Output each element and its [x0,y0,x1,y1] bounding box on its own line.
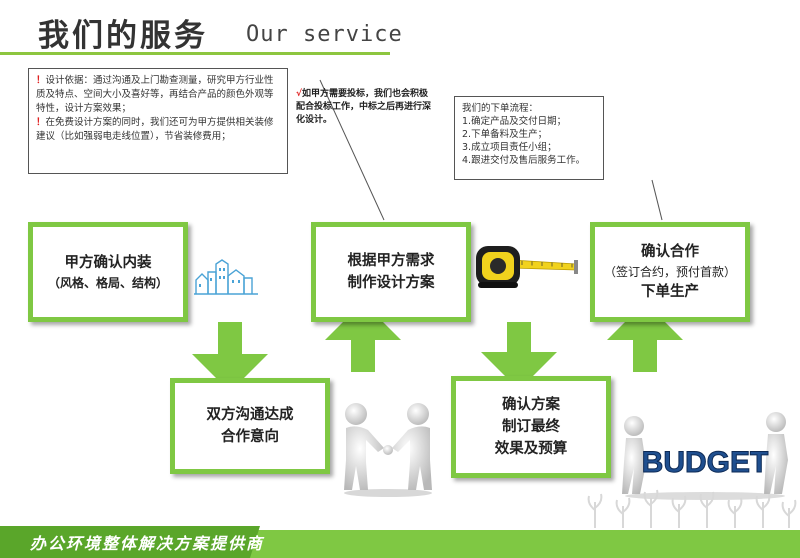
step-label: 确认合作 [641,244,699,260]
order-process-title: 我们的下单流程： [462,103,539,114]
step-label: 双方沟通达成 [206,407,294,423]
page-subtitle: Our service [246,22,403,47]
footer-band [0,526,800,558]
design-basis-note: ！设计依据：通过沟通及上门勘查测量，研究甲方行业性质及特点、空间大小及喜好等，再… [28,68,288,174]
step-label: 甲方确认内装 [64,255,152,271]
free-design-text: 在免费设计方案的同时，我们还可为甲方提供相关装修建议（比如强弱电走线位置），节省… [36,117,274,142]
step-design-plan: 根据甲方需求 制作设计方案 [311,222,471,322]
arrow-down-2 [481,322,557,390]
tape-measure-icon [476,246,578,288]
step-communicate: 双方沟通达成 合作意向 [170,378,330,474]
step-label: 效果及预算 [494,441,568,457]
order-process-note: 我们的下单流程： 1.确定产品及交付日期； 2.下单备料及生产； 3.成立项目责… [454,96,604,180]
budget-illustration: BUDGET [622,412,788,500]
step-confirm-interior: 甲方确认内装 （风格、格局、结构） [28,222,188,322]
order-process-item: 2.下单备料及生产； [462,129,548,140]
step-label: 根据甲方需求 [347,253,435,269]
bidding-note: √如甲方需要投标，我们也会积极配合投标工作，中标之后再进行深化设计。 [296,88,436,127]
title-underline [0,52,390,55]
leader-line-bidding [319,79,385,221]
step-label: 合作意向 [221,429,279,445]
exclamation-icon: ！ [36,75,46,86]
footer-slogan: 办公环境整体解决方案提供商 [30,534,265,553]
step-label: 确认方案 [502,397,560,413]
order-process-item: 1.确定产品及交付日期； [462,116,567,127]
order-process-item: 4.跟进交付及售后服务工作。 [462,155,586,166]
checkmark-icon: √ [296,89,303,99]
arrow-up-2 [607,302,683,372]
exclamation-icon: ！ [36,117,46,128]
step-confirm-cooperation: 确认合作 （签订合约，预付首款） 下单生产 [590,222,750,322]
design-basis-text: 设计依据：通过沟通及上门勘查测量，研究甲方行业性质及特点、空间大小及喜好等，再结… [36,75,274,114]
grass-decoration [587,489,797,528]
arrow-up-1 [325,302,401,372]
budget-label: BUDGET [642,446,769,479]
arrow-down-1 [192,322,268,392]
step-label: 制作设计方案 [347,275,435,291]
step-label: 下单生产 [641,284,699,300]
leader-line-process [651,179,663,221]
step-sublabel: （签订合约，预付首款） [603,265,736,279]
page-title: 我们的服务 [38,18,208,54]
step-sublabel: （风格、格局、结构） [47,276,168,290]
order-process-item: 3.成立项目责任小组； [462,142,557,153]
handshake-people-icon [344,403,432,497]
step-confirm-plan: 确认方案 制订最终 效果及预算 [451,376,611,478]
city-skyline-icon [194,259,258,295]
bidding-text: 如甲方需要投标，我们也会积极配合投标工作，中标之后再进行深化设计。 [296,89,432,125]
step-label: 制订最终 [502,419,560,435]
